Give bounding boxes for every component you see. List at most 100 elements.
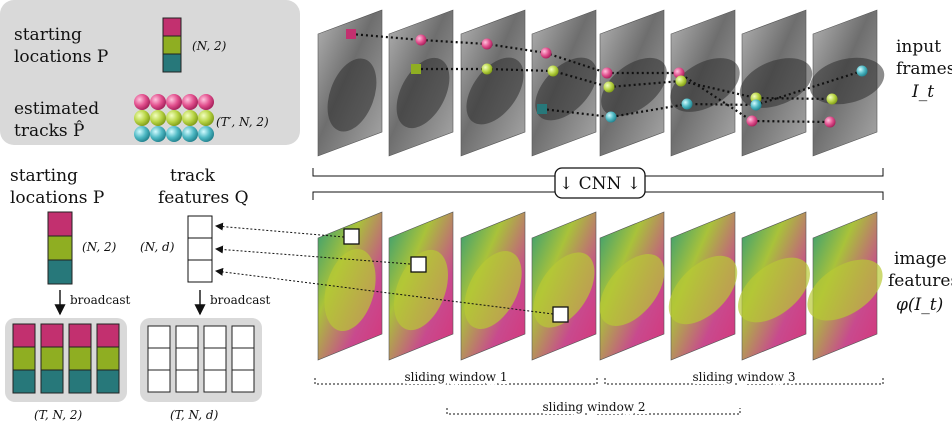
legend-estimated-label-1: estimated — [14, 99, 99, 119]
track-ball-icon — [182, 110, 198, 126]
starting-locations-block: starting locations P (N, 2) broadcast (T… — [5, 166, 131, 422]
track-point — [547, 65, 559, 77]
sample-square-3 — [552, 306, 569, 323]
location-cell — [96, 369, 120, 394]
left-start-title-1: starting — [10, 166, 78, 186]
track-ball-icon — [198, 94, 214, 110]
track-ball-icon — [150, 126, 166, 142]
track-title-1: track — [170, 166, 216, 186]
track-point — [415, 34, 427, 46]
feature-cell — [175, 347, 199, 371]
input-frame — [388, 9, 454, 157]
track-ball-icon — [166, 126, 182, 142]
track-point — [681, 98, 693, 110]
feature-cell — [175, 369, 199, 393]
location-cell — [68, 369, 92, 394]
track-lines — [346, 29, 868, 128]
feature-cell — [203, 325, 227, 349]
legend-panel: starting locations P (N, 2) estimated tr… — [0, 0, 300, 145]
track-point — [540, 47, 552, 59]
feature-cell — [231, 347, 255, 371]
start-marker — [411, 64, 421, 74]
legend-starting-dims: (N, 2) — [192, 39, 227, 53]
track-point — [601, 67, 613, 79]
start-marker — [537, 104, 547, 114]
legend-starting-label-2: locations P — [14, 47, 108, 67]
input-frames-label-3: I_t — [911, 82, 934, 102]
track-point — [603, 81, 615, 93]
sample-square-1 — [343, 228, 360, 245]
feature-sample-arrows — [215, 222, 569, 323]
legend-estimated-balls — [134, 94, 214, 142]
track-ball-icon — [134, 110, 150, 126]
cnn-label: ↓ CNN ↓ — [559, 174, 641, 194]
feature-frame — [460, 211, 526, 361]
image-features-label-2: features — [888, 271, 952, 291]
track-ball-icon — [134, 94, 150, 110]
broadcast-label-left: broadcast — [70, 293, 131, 307]
feature-frame — [738, 211, 810, 361]
track-ball-icon — [198, 126, 214, 142]
track-point — [826, 93, 838, 105]
input-frame — [460, 9, 526, 157]
location-cell — [68, 346, 92, 371]
track-ball-icon — [166, 110, 182, 126]
location-cell — [40, 369, 64, 394]
location-cell — [12, 369, 36, 394]
sliding-windows: sliding window 1 sliding window 3 slidin… — [314, 367, 884, 417]
legend-start-stack — [162, 17, 182, 73]
track-point — [750, 99, 762, 111]
track-ball-icon — [198, 110, 214, 126]
feature-frame — [668, 211, 738, 361]
window-1-label: sliding window 1 — [404, 370, 507, 384]
feature-frame — [317, 211, 383, 361]
input-frames-label-2: frames — [896, 59, 952, 79]
input-frame — [739, 9, 813, 157]
track-point — [856, 65, 868, 77]
legend-estimated-label-2: tracks P̂ — [14, 121, 84, 141]
input-frame — [317, 9, 383, 157]
track-point — [675, 75, 687, 87]
window-2-label: sliding window 2 — [542, 400, 645, 414]
input-frame — [670, 9, 740, 157]
broadcast-label-right: broadcast — [210, 293, 271, 307]
feature-cell — [203, 347, 227, 371]
start-marker — [346, 29, 356, 39]
feature-frame — [599, 211, 665, 361]
input-frames-row — [317, 9, 885, 157]
input-frames-label-1: input — [896, 37, 941, 57]
track-ball-icon — [150, 94, 166, 110]
broadcast-stacks-features — [147, 325, 255, 393]
image-features-label-3: φ(I_t) — [896, 295, 943, 315]
track-ball-icon — [182, 94, 198, 110]
location-cell — [12, 346, 36, 371]
feature-cell — [147, 347, 171, 371]
legend-estimated-dims: (T′, N, 2) — [216, 115, 269, 129]
feature-cell — [203, 369, 227, 393]
track-ball-icon — [166, 94, 182, 110]
location-cell — [40, 323, 64, 348]
location-cell — [12, 323, 36, 348]
left-start-dims: (N, 2) — [82, 240, 117, 254]
feature-cell — [147, 325, 171, 349]
track-point — [481, 38, 493, 50]
track-point — [746, 115, 758, 127]
track-ball-icon — [182, 126, 198, 142]
track-dims: (N, d) — [140, 240, 175, 254]
track-title-2: features Q — [158, 188, 249, 208]
feature-cell — [231, 325, 255, 349]
location-cell — [96, 346, 120, 371]
broadcast-stacks-locations — [12, 323, 120, 394]
feature-frame — [388, 211, 454, 361]
track-features-block: track features Q (N, d) broadcast (T, N,… — [140, 166, 271, 422]
bottom-right-dims: (T, N, d) — [170, 408, 219, 422]
feature-frames-row — [317, 211, 883, 361]
feature-cell — [175, 325, 199, 349]
feature-cell — [147, 369, 171, 393]
sample-square-2 — [410, 256, 427, 273]
input-frame — [809, 9, 885, 157]
legend-starting-label-1: starting — [14, 25, 82, 45]
track-ball-icon — [150, 110, 166, 126]
track-point — [481, 63, 493, 75]
